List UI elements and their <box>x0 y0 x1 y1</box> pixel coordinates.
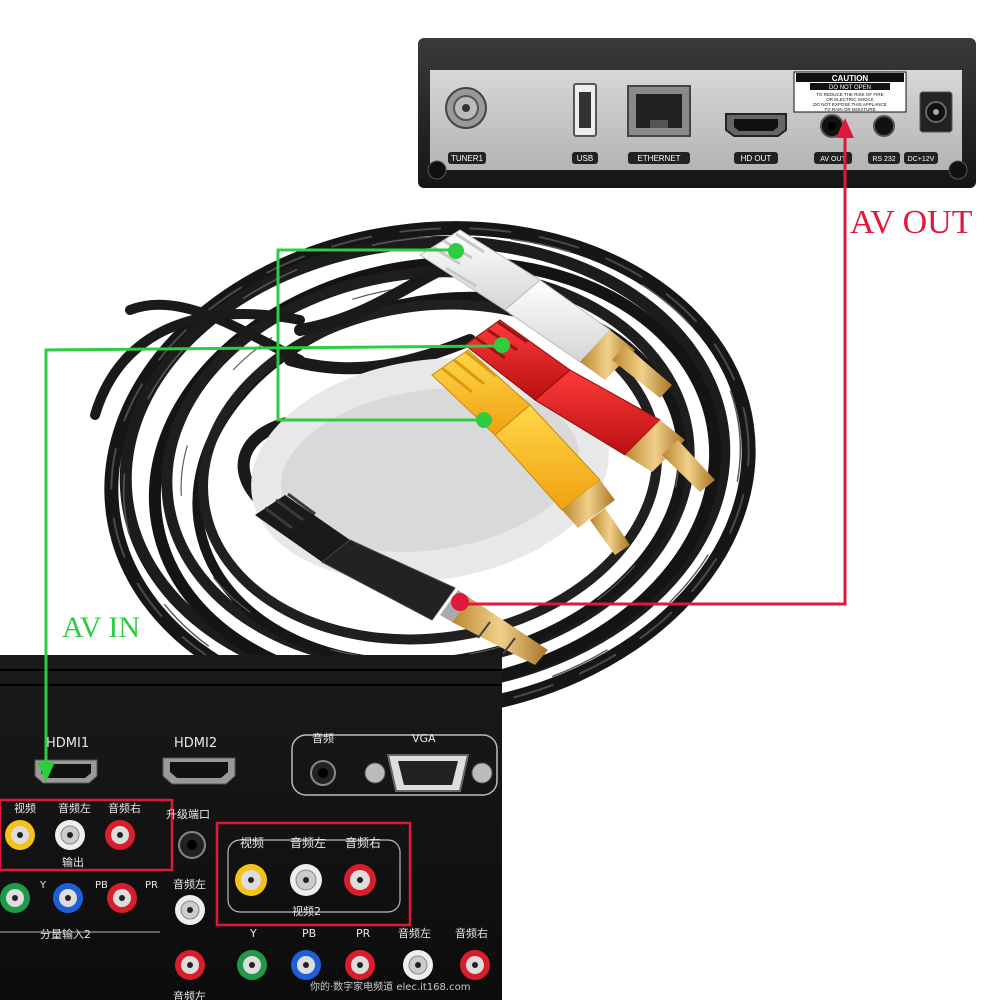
comp2-y-label: Y <box>249 927 257 940</box>
dc-port: DC+12V <box>904 91 953 164</box>
in-audio-r-label: 音频右 <box>345 835 381 850</box>
watermark: 你的·数字家电频道 elec.it168.com <box>310 980 470 993</box>
in-video-jack <box>235 864 267 896</box>
comp1-pb-jack <box>53 883 83 913</box>
caution-label: CAUTION DO NOT OPEN TO REDUCE THE RISK O… <box>793 71 907 113</box>
hdmi2-label: HDMI2 <box>174 736 217 751</box>
comp1-pr-jack <box>107 883 137 913</box>
caution-line1: TO REDUCE THE RISK OF FIRE <box>816 92 883 97</box>
comp2-pr-label: PR <box>356 927 371 940</box>
rs232-port: RS 232 <box>868 115 900 164</box>
usb-port: USB <box>572 83 598 164</box>
av-out-annotation: AV OUT <box>850 204 973 241</box>
upgrade-label: 升级端口 <box>166 808 210 821</box>
input-group-box <box>215 821 412 927</box>
caution-title: CAUTION <box>832 74 869 83</box>
vga-label: VGA <box>412 732 436 745</box>
caution-line2: OR ELECTRIC SHOCK <box>826 97 874 102</box>
comp1-y-label: Y <box>39 880 47 891</box>
output-group-box <box>0 798 174 872</box>
usb-label: USB <box>577 154 593 163</box>
in-caption: 视频2 <box>292 904 321 918</box>
out-video-jack <box>5 820 35 850</box>
set-top-box: TUNER1 USB ETHERNET HD OUT <box>418 38 976 188</box>
avout-label: AV OUT <box>820 156 846 163</box>
caution-subtitle: DO NOT OPEN <box>829 85 871 91</box>
comp2-pb-label: PB <box>302 927 316 940</box>
out-audio-l-label: 音频左 <box>58 801 91 815</box>
out-audio-r-jack <box>105 820 135 850</box>
yellow-rca-plug <box>431 349 630 555</box>
av-in-arrow-icon <box>37 762 55 782</box>
comp2-audio-r-label: 音频右 <box>455 926 488 940</box>
comp2-pb-jack <box>291 950 321 980</box>
comp1-pb-label: PB <box>95 880 108 891</box>
audio-label: 音频 <box>312 731 334 745</box>
cable-coil <box>90 221 756 719</box>
in-audio-l-label: 音频左 <box>290 835 326 850</box>
side-audio-l2-label: 音频左 <box>173 989 206 1000</box>
hdout-label: HD OUT <box>741 154 772 163</box>
side-audio-r-jack <box>175 950 205 980</box>
white-plug-dot <box>448 243 464 259</box>
out-audio-l-jack <box>55 820 85 850</box>
out-audio-r-label: 音频右 <box>108 801 141 815</box>
caution-line4: TO RAIN OR MOISTURE <box>824 107 875 112</box>
out-video-label: 视频 <box>14 801 36 815</box>
av-out-arrow-icon <box>836 118 854 138</box>
comp2-audio-l-jack <box>403 950 433 980</box>
jack-dot <box>451 593 469 611</box>
av-in-annotation: AV IN <box>62 611 140 644</box>
rs232-label: RS 232 <box>872 156 895 163</box>
comp2-y-jack <box>237 950 267 980</box>
in-audio-l-jack <box>290 864 322 896</box>
tuner-port: TUNER1 <box>445 87 487 164</box>
stb-foot-right <box>948 160 968 180</box>
out-caption: 输出 <box>62 855 84 869</box>
hdmi1-label: HDMI1 <box>46 736 89 751</box>
comp2-audio-l-label: 音频左 <box>398 926 431 940</box>
yellow-plug-dot <box>476 412 492 428</box>
side-audio-l-jack <box>175 895 205 925</box>
ethernet-label: ETHERNET <box>637 154 680 163</box>
hdout-port: HD OUT <box>725 113 787 164</box>
av-in-connector <box>37 243 510 782</box>
tuner-label: TUNER1 <box>451 154 484 163</box>
caution-line3: DO NOT EXPOSE THIS APPLANCE <box>813 102 887 107</box>
side-audio-l-label: 音频左 <box>173 877 206 891</box>
ethernet-port: ETHERNET <box>627 85 691 164</box>
red-plug-dot <box>494 337 510 353</box>
comp1-caption: 分量输入2 <box>40 927 91 941</box>
comp1-pr-label: PR <box>145 880 158 891</box>
av-out-connector <box>451 118 854 611</box>
in-video-label: 视频 <box>240 835 264 850</box>
comp2-pr-jack <box>345 950 375 980</box>
tv-panel: HDMI1 HDMI2 音频 VGA 视频 音频左 音频右 输出 升级端口 视频 <box>0 655 502 1000</box>
in-audio-r-jack <box>344 864 376 896</box>
dc-label: DC+12V <box>908 156 935 163</box>
tv-panel-body <box>0 655 502 1000</box>
comp2-audio-r-jack <box>460 950 490 980</box>
stb-foot-left <box>427 160 447 180</box>
comp1-y-jack <box>0 883 30 913</box>
